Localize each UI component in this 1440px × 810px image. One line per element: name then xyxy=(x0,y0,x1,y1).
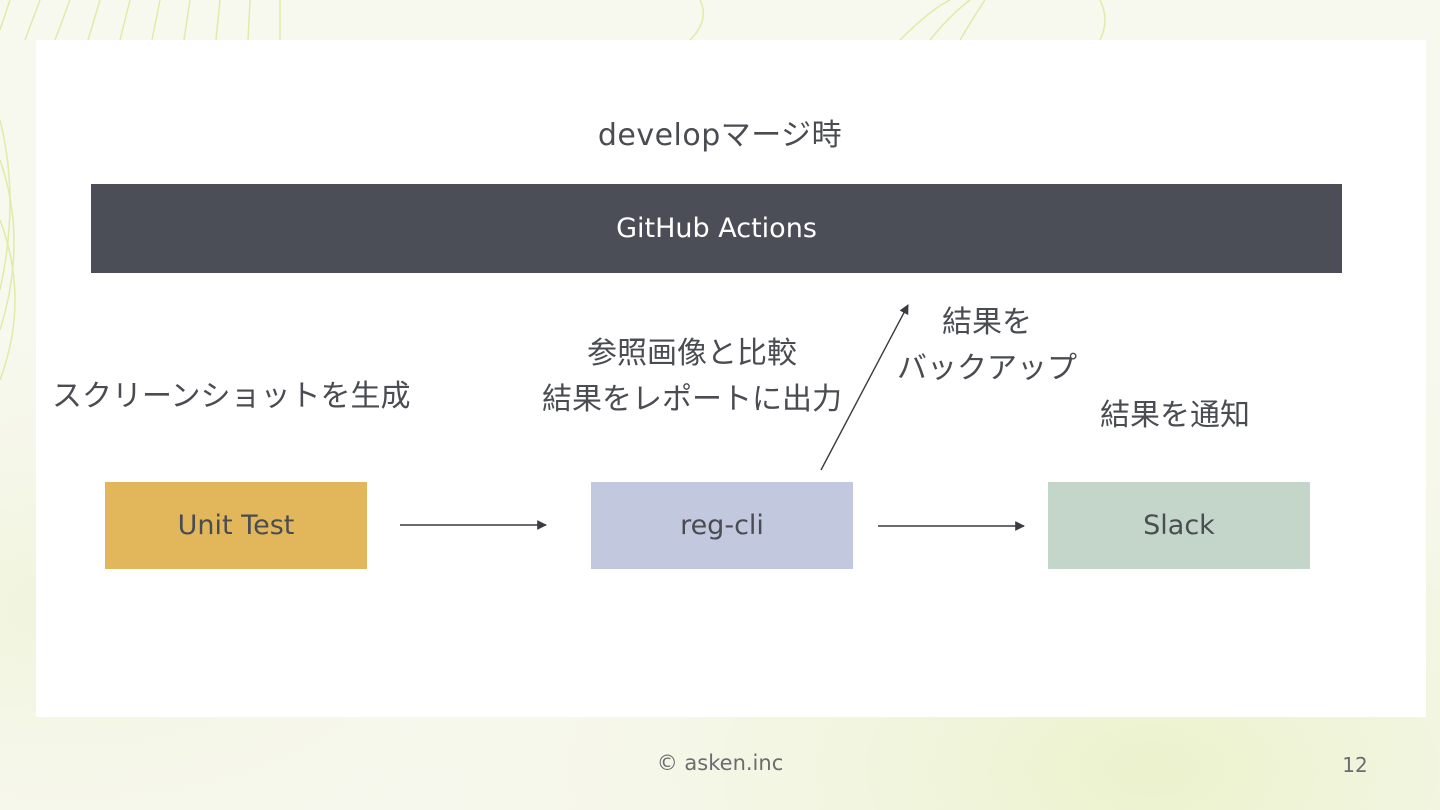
github-actions-bar: GitHub Actions xyxy=(91,184,1342,273)
node-reg-cli: reg-cli xyxy=(591,482,853,569)
page-number: 12 xyxy=(1342,753,1368,777)
caption-backup: 結果を バックアップ xyxy=(894,300,1080,392)
caption-backup-line1: 結果を xyxy=(942,305,1032,340)
node-unit-test: Unit Test xyxy=(105,482,367,569)
node-slack-label: Slack xyxy=(1143,510,1215,541)
caption-notify: 結果を通知 xyxy=(1100,398,1250,433)
slide-title: developマージ時 xyxy=(597,118,843,153)
caption-generate-screenshot: スクリーンショットを生成 xyxy=(52,379,411,414)
github-actions-label: GitHub Actions xyxy=(616,213,817,244)
slide-card xyxy=(36,40,1426,717)
caption-compare-line1: 参照画像と比較 xyxy=(587,336,797,371)
node-slack: Slack xyxy=(1048,482,1310,569)
caption-backup-line2: バックアップ xyxy=(897,351,1077,386)
footer-copyright: © asken.inc xyxy=(656,751,784,775)
node-unit-test-label: Unit Test xyxy=(177,510,295,541)
arrow-reg-to-backup xyxy=(820,304,909,471)
node-reg-cli-label: reg-cli xyxy=(680,510,764,541)
caption-compare-line2: 結果をレポートに出力 xyxy=(542,382,842,417)
caption-compare-report: 参照画像と比較 結果をレポートに出力 xyxy=(532,331,852,423)
